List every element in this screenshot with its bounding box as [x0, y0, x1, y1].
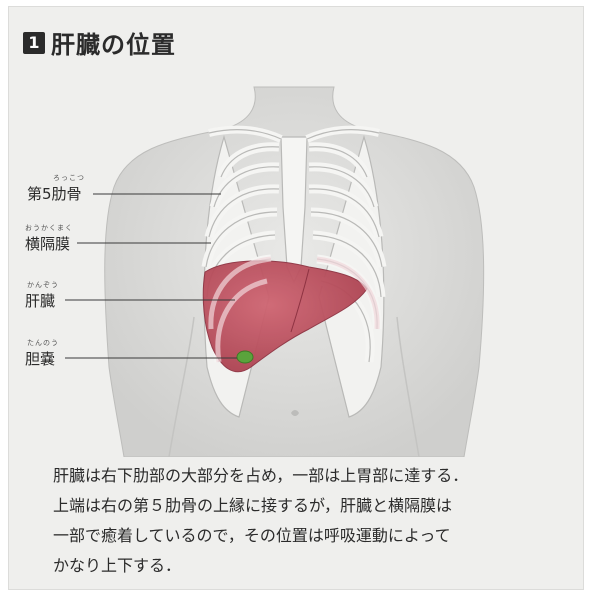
- gallbladder-shape: [237, 351, 253, 363]
- section-heading: 1 肝臓の位置: [23, 25, 176, 60]
- description-paragraph: 肝臓は右下肋部の大部分を占め，一部は上胃部に達する． 上端は右の第５肋骨の上縁に…: [53, 461, 553, 581]
- description-line: 上端は右の第５肋骨の上縁に接するが，肝臓と横隔膜は: [53, 491, 553, 521]
- liver-label: 肝臓: [25, 290, 55, 311]
- description-line: 一部で癒着しているので，その位置は呼吸運動によって: [53, 521, 553, 551]
- gallbladder-label: 胆嚢: [25, 348, 55, 369]
- liver-ruby: かんぞう: [27, 280, 59, 290]
- anatomy-illustration: [9, 67, 583, 457]
- gallbladder-ruby: たんのう: [27, 338, 59, 348]
- diaphragm-ruby: おうかくまく: [25, 223, 73, 233]
- description-line: 肝臓は右下肋部の大部分を占め，一部は上胃部に達する．: [53, 461, 553, 491]
- rib5-ruby: ろっこつ: [53, 173, 85, 183]
- description-line: かなり上下する．: [53, 551, 553, 581]
- section-number-badge: 1: [23, 32, 45, 54]
- rib5-label: 第5肋骨: [27, 183, 82, 204]
- section-title: 肝臓の位置: [51, 25, 176, 60]
- diaphragm-label: 横隔膜: [25, 233, 70, 254]
- page-panel: 1 肝臓の位置: [8, 6, 584, 590]
